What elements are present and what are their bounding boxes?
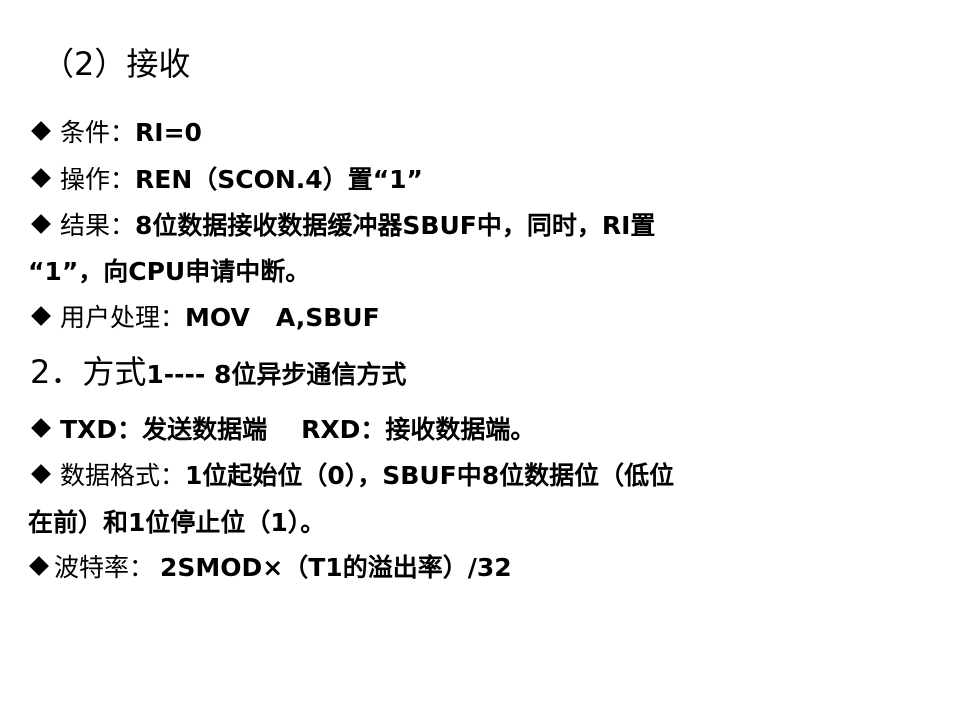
- baud-rate-formula: 2SMOD×（T1的溢出率）/32: [160, 553, 512, 582]
- result-label: 结果：: [60, 211, 136, 240]
- receive-item-operation: 操作：REN（SCON.4）置“1”: [28, 164, 423, 196]
- data-format-continuation-text: 在前）和1位停止位（1）。: [28, 508, 326, 537]
- data-format-label: 数据格式：: [60, 461, 186, 490]
- user-handling-code: MOV A,SBUF: [185, 303, 380, 332]
- rxd-text: RXD：接收数据端。: [301, 415, 536, 444]
- section1-title-text: （2）接收: [42, 45, 191, 83]
- result-continuation-text: “1”，向CPU申请中断。: [28, 257, 311, 286]
- diamond-bullet-icon: [31, 168, 51, 188]
- receive-item-condition: 条件：RI=0: [28, 117, 202, 149]
- txd-text: TXD：发送数据端: [60, 415, 268, 444]
- condition-value: RI=0: [135, 118, 202, 147]
- condition-label: 条件：: [60, 118, 136, 147]
- mode1-item-pins: TXD：发送数据端 RXD：接收数据端。: [28, 414, 535, 446]
- baud-rate-label: 波特率：: [54, 553, 155, 582]
- operation-detail: （SCON.4）置“1”: [192, 165, 423, 194]
- mode1-item-data-format: 数据格式：1位起始位（0），SBUF中8位数据位（低位: [28, 460, 674, 492]
- diamond-bullet-icon: [31, 418, 51, 438]
- diamond-bullet-icon: [31, 214, 51, 234]
- diamond-bullet-icon: [31, 306, 51, 326]
- section2-title: 2．方式1---- 8位异步通信方式: [30, 352, 406, 395]
- data-format-text: 1位起始位（0），SBUF中8位数据位（低位: [185, 461, 675, 490]
- operation-label: 操作：: [60, 165, 136, 194]
- section2-number: 2．: [30, 353, 83, 391]
- diamond-bullet-icon: [29, 556, 49, 576]
- mode1-item-baud-rate: 波特率：2SMOD×（T1的溢出率）/32: [28, 552, 512, 584]
- section2-title-a: 方式: [82, 353, 147, 391]
- mode1-item-data-format-continuation: 在前）和1位停止位（1）。: [28, 507, 325, 539]
- section2-title-b: 1---- 8位异步通信方式: [146, 360, 407, 389]
- diamond-bullet-icon: [31, 121, 51, 141]
- result-text: 8位数据接收数据缓冲器SBUF中，同时，RI置: [135, 211, 656, 240]
- section1-title: （2）接收: [42, 44, 190, 84]
- diamond-bullet-icon: [31, 464, 51, 484]
- operation-register: REN: [135, 165, 193, 194]
- receive-item-result-continuation: “1”，向CPU申请中断。: [28, 256, 310, 288]
- user-handling-label: 用户处理：: [60, 303, 186, 332]
- receive-item-user-handling: 用户处理：MOV A,SBUF: [28, 302, 380, 334]
- receive-item-result: 结果：8位数据接收数据缓冲器SBUF中，同时，RI置: [28, 210, 655, 242]
